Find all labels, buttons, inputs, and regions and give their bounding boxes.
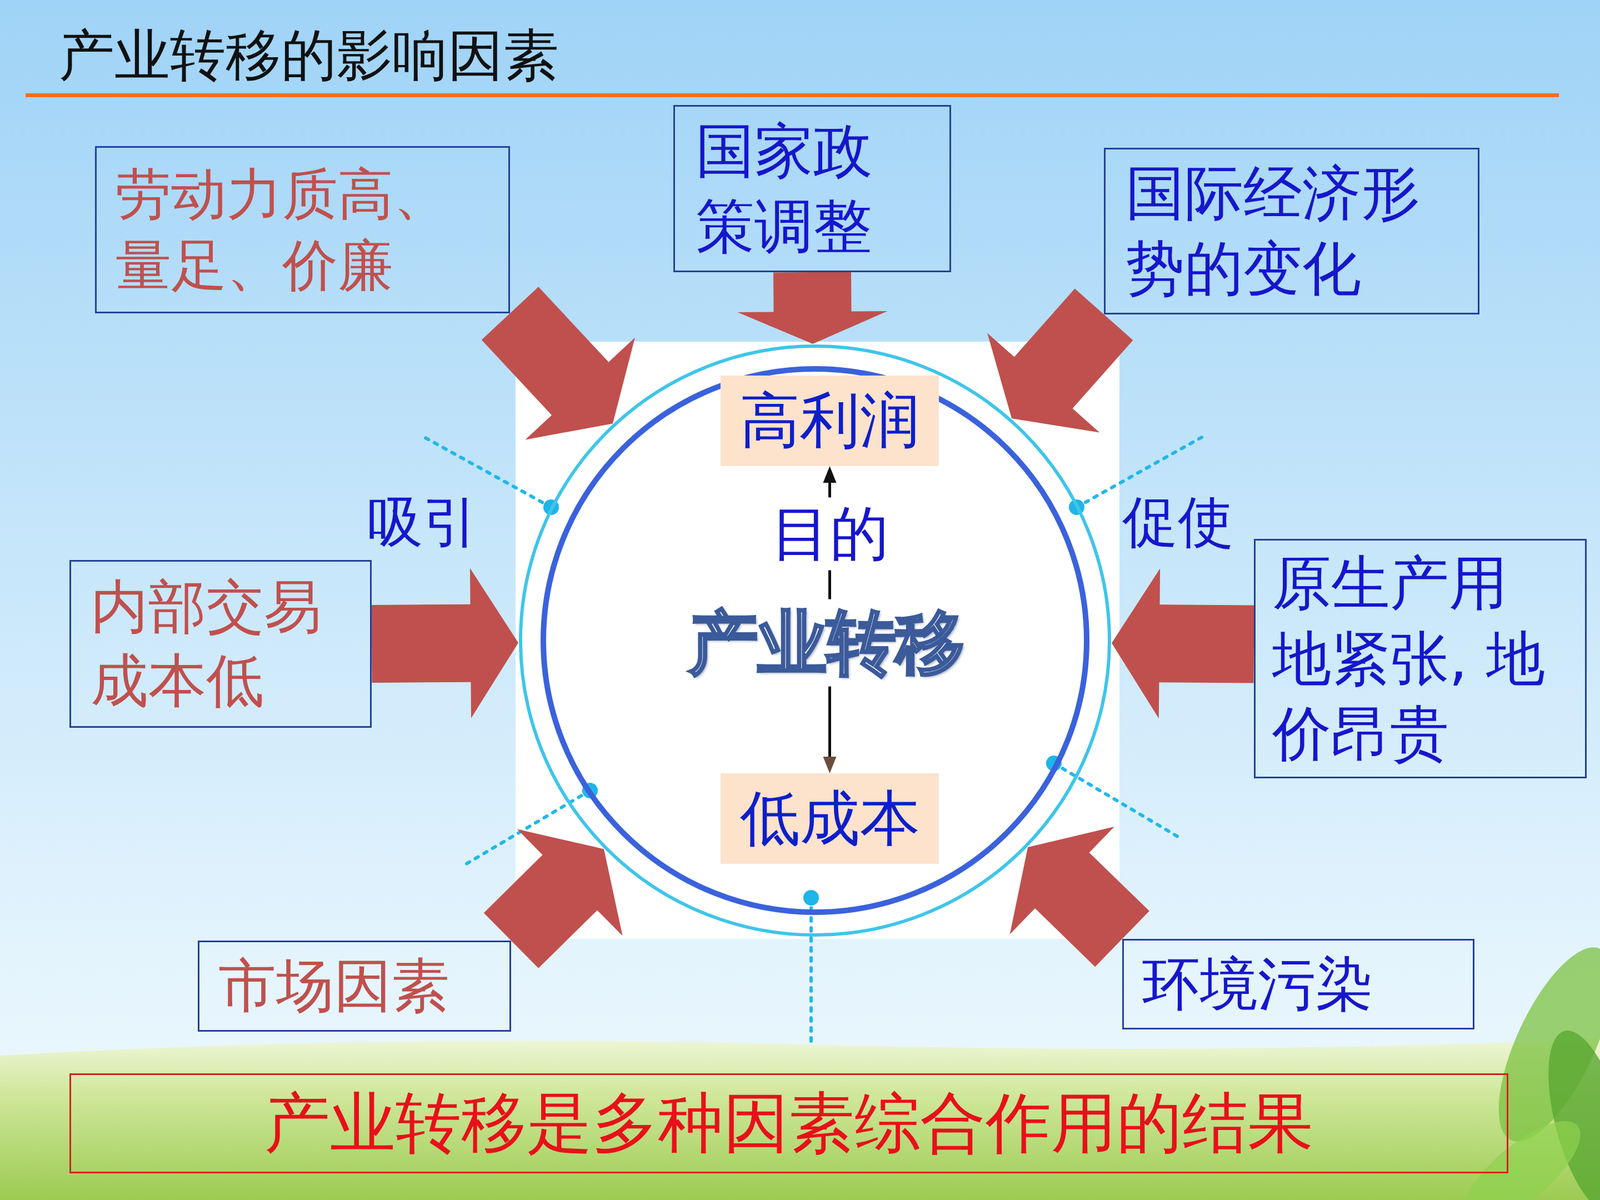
goal-box: 低成本: [720, 773, 939, 864]
factor-box: 市场因素: [197, 940, 512, 1032]
inner-ring: [543, 368, 1087, 913]
box-text: 国际经济形 势的变化: [1125, 155, 1458, 307]
connector: [371, 568, 519, 719]
arrow-head: [823, 756, 837, 774]
outer-ring: [520, 346, 1110, 935]
block-arrow: [1111, 568, 1255, 719]
factor-box: 原生产用 地紧张, 地 价昂贵: [1253, 538, 1587, 779]
box-text: 市场因素: [218, 948, 491, 1023]
connector: [987, 288, 1133, 433]
block-arrow: [737, 272, 888, 345]
center-circle: 产业转移 高利润低成本: [518, 343, 1112, 938]
dotted-ray: [1053, 763, 1182, 839]
leaf: [1448, 1104, 1595, 1200]
box-text: 低成本: [726, 780, 934, 857]
factor-box: 劳动力质高、 量足、价廉: [95, 146, 510, 314]
block-arrow: [987, 288, 1133, 433]
connector: [1010, 826, 1150, 967]
goal-box: 高利润: [720, 375, 939, 467]
factor-box: 环境污染: [1122, 938, 1475, 1030]
block-arrow: [371, 568, 519, 719]
title-rule: [25, 93, 1559, 98]
grass-band: [0, 1038, 1600, 1200]
block-arrow: [481, 286, 635, 440]
factor-box: 内部交易 成本低: [69, 560, 372, 728]
factor-box: 国家政 策调整: [673, 105, 952, 273]
box-text: 原生产用 地紧张, 地 价昂贵: [1272, 545, 1569, 772]
side-label: 吸引: [367, 488, 479, 556]
box-text: 高利润: [726, 382, 934, 459]
edge-label: 目的: [766, 497, 894, 570]
ring-dot: [803, 890, 819, 906]
box-text: 环境污染: [1142, 947, 1455, 1022]
page-title: 产业转移的影响因素: [58, 22, 559, 89]
side-label: 促使: [1122, 488, 1234, 556]
connector: [1111, 568, 1255, 719]
box-text: 产业转移是多种因素综合作用的结果: [87, 1081, 1490, 1165]
block-arrow: [1010, 826, 1150, 967]
arrow-head: [823, 466, 837, 483]
block-arrow: [483, 829, 623, 969]
connector: [481, 286, 635, 440]
connector: [737, 272, 888, 345]
box-text: 劳动力质高、 量足、价廉: [115, 158, 490, 302]
box-text: 国家政 策调整: [695, 113, 929, 264]
box-text: 内部交易 成本低: [90, 570, 351, 718]
dotted-ray: [809, 897, 813, 1043]
connector: [483, 829, 623, 969]
factor-box: 国际经济形 势的变化: [1103, 147, 1480, 315]
conclusion-box: 产业转移是多种因素综合作用的结果: [69, 1073, 1509, 1174]
outlined-title: 产业转移: [682, 599, 972, 687]
